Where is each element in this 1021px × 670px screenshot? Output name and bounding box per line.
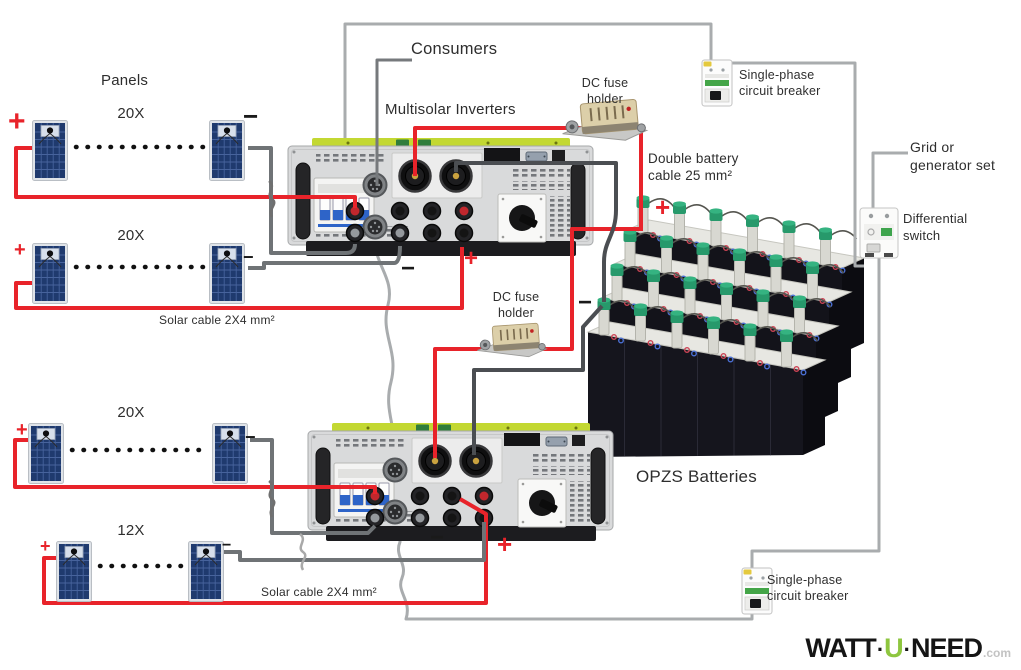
minus-sign-string2: − (243, 247, 254, 267)
string1-count: 20X (117, 105, 145, 122)
plus-sign-inverter-top: + (464, 245, 479, 272)
plus-sign-string3: + (16, 419, 28, 441)
minus-sign-string4: − (222, 537, 232, 554)
string3-count: 20X (117, 404, 145, 421)
solar-panel (188, 541, 224, 602)
logo-tld: .com (982, 646, 1011, 660)
battery-bank (586, 194, 866, 457)
opzs-batteries-label: OPZS Batteries (636, 467, 757, 486)
solar-panel (28, 423, 64, 484)
solar-cable-label-bottom: Solar cable 2X4 mm² (261, 585, 377, 599)
string2-count: 20X (117, 227, 145, 244)
cable-bundle-mark-ac (298, 532, 307, 572)
wire-pv-positive-string2 (14, 247, 464, 310)
solar-cable-label-top: Solar cable 2X4 mm² (159, 313, 275, 327)
solar-panel (209, 243, 245, 304)
wire-ac-diff-switch-to-breaker-bottom (750, 256, 881, 569)
dc-fuse-holder-device-bottom (474, 321, 548, 362)
logo-dot: · (876, 637, 884, 662)
panels-title: Panels (101, 72, 149, 89)
wire-pv-negative-string3 (250, 438, 377, 535)
watt-u-need-logo: WATT·U·NEED.com (805, 633, 1011, 664)
minus-sign-inverter-bottom: − (430, 524, 445, 551)
solar-panel (209, 120, 245, 181)
differential-switch-device (859, 207, 899, 259)
wire-battery-negative-bottom-inverter (472, 304, 604, 455)
wire-pv-negative-string2 (248, 245, 402, 270)
string4-count: 12X (117, 522, 145, 539)
wire-pv-positive-string1 (14, 146, 357, 208)
wire-battery-positive-bottom-inverter (433, 227, 639, 458)
wire-ac-grid-stub (871, 151, 908, 209)
wire-ac-inverter-to-breaker-top (343, 22, 713, 155)
solar-panel (56, 541, 92, 602)
plus-sign-battery: + (655, 192, 671, 222)
wire-pv-positive-string4 (42, 497, 488, 605)
dc-fuse-holder-label-top: DC fuse holder (581, 76, 629, 106)
dc-fuse-holder-label-bottom: DC fuse holder (492, 290, 540, 320)
logo-u: U (884, 633, 903, 663)
multisolar-inverters-label: Multisolar Inverters (385, 101, 516, 118)
wire-pv-negative-string4 (224, 522, 486, 562)
solar-panel (212, 423, 248, 484)
wire-battery-positive-top-inverter (413, 126, 643, 231)
single-phase-breaker-label-top: Single-phase circuit breaker (739, 68, 821, 98)
single-phase-breaker-label-bottom: Single-phase circuit breaker (767, 573, 849, 603)
minus-sign-string1: − (243, 101, 259, 131)
wire-pv-positive-string3 (13, 438, 377, 494)
logo-need: NEED (910, 633, 983, 663)
inverter-bottom (306, 421, 615, 543)
logo-watt: WATT (805, 633, 876, 663)
solar-panel (32, 243, 68, 304)
wire-comm-between-inverters (374, 231, 397, 459)
wire-ac-breaker-to-diff-switch (729, 61, 864, 268)
plus-sign-string4: + (40, 536, 51, 556)
double-battery-cable-label: Double battery cable 25 mm² (648, 151, 739, 184)
wire-consumers (375, 58, 412, 186)
wire-battery-negative-top-inverter (454, 161, 618, 302)
minus-sign-battery: − (578, 289, 593, 316)
plus-sign-string1: + (8, 105, 26, 138)
minus-sign-string3: − (245, 427, 256, 447)
wire-pv-negative-string1 (248, 146, 357, 255)
plus-sign-inverter-bottom: + (497, 529, 513, 559)
logo-dot: · (903, 637, 911, 662)
differential-switch-label: Differential switch (903, 211, 968, 243)
grid-or-generator-label: Grid or generator set (910, 139, 996, 173)
circuit-breaker-top (701, 59, 733, 107)
plus-sign-string2: + (14, 239, 26, 261)
solar-panel (32, 120, 68, 181)
consumers-label: Consumers (411, 40, 498, 58)
minus-sign-inverter-top: − (401, 255, 416, 282)
wire-ac-breaker-bottom-to-inverter (397, 511, 754, 621)
